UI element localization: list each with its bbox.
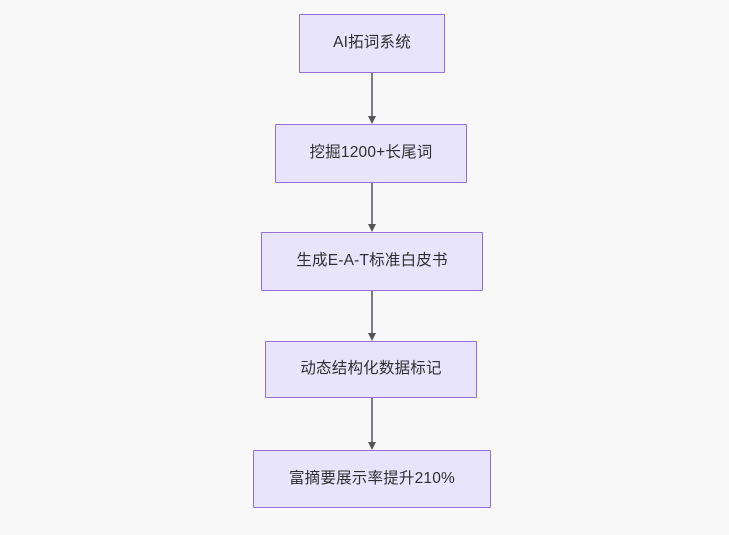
edge-line bbox=[371, 183, 373, 224]
edge-line bbox=[371, 291, 373, 333]
edge-line bbox=[371, 398, 373, 442]
arrow-down-icon bbox=[367, 116, 376, 124]
flow-node-dynamic-structured-data-markup[interactable]: 动态结构化数据标记 bbox=[265, 341, 477, 398]
arrow-down-icon bbox=[367, 333, 376, 341]
flow-node-rich-snippet-impression-lift[interactable]: 富摘要展示率提升210% bbox=[253, 450, 491, 508]
flow-node-label: AI拓词系统 bbox=[333, 34, 411, 52]
arrow-down-icon bbox=[367, 224, 376, 232]
flow-node-ai-keyword-system[interactable]: AI拓词系统 bbox=[299, 14, 445, 73]
arrow-down-icon bbox=[367, 442, 376, 450]
flow-node-label: 富摘要展示率提升210% bbox=[288, 469, 456, 487]
flow-node-mine-longtail-keywords[interactable]: 挖掘1200+长尾词 bbox=[275, 124, 467, 183]
edge-line bbox=[371, 73, 373, 116]
flow-node-label: 动态结构化数据标记 bbox=[300, 360, 442, 378]
flow-node-generate-eat-whitepaper[interactable]: 生成E-A-T标准白皮书 bbox=[261, 232, 483, 291]
flow-node-label: 挖掘1200+长尾词 bbox=[309, 144, 433, 162]
flow-node-label: 生成E-A-T标准白皮书 bbox=[296, 252, 448, 270]
